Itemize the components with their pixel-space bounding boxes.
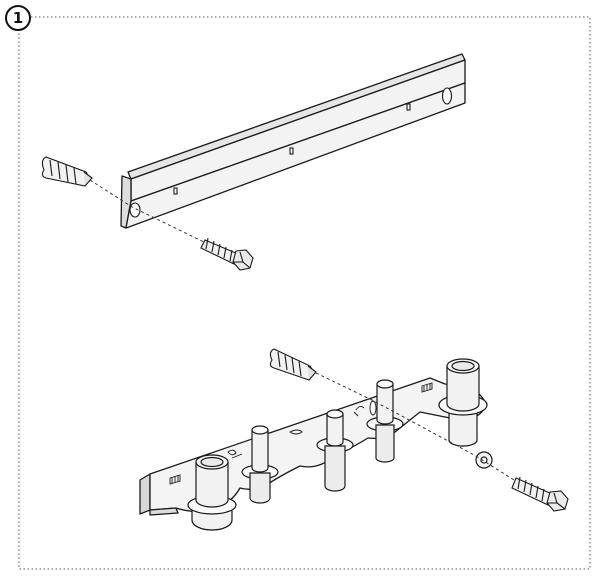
screw-lower (511, 476, 569, 512)
rail-slot-right (441, 87, 453, 105)
wall-plug-upper (41, 156, 93, 187)
alignment-line-upper (89, 179, 207, 244)
step-frame (18, 16, 591, 570)
post-4 (366, 379, 404, 463)
step-number-badge: 1 (5, 5, 31, 31)
post-5 (438, 358, 488, 447)
rack-bracket (139, 377, 487, 516)
rail-slot-left (129, 202, 141, 218)
post-2 (241, 425, 279, 504)
wall-rail (120, 53, 466, 229)
washer (475, 451, 493, 469)
post-3 (316, 409, 354, 492)
post-1 (187, 454, 237, 531)
alignment-line-lower (315, 372, 515, 481)
screw-upper (200, 237, 254, 271)
rail-slots (129, 87, 453, 218)
wall-plug-lower (269, 348, 317, 381)
plate-markings (169, 382, 433, 485)
